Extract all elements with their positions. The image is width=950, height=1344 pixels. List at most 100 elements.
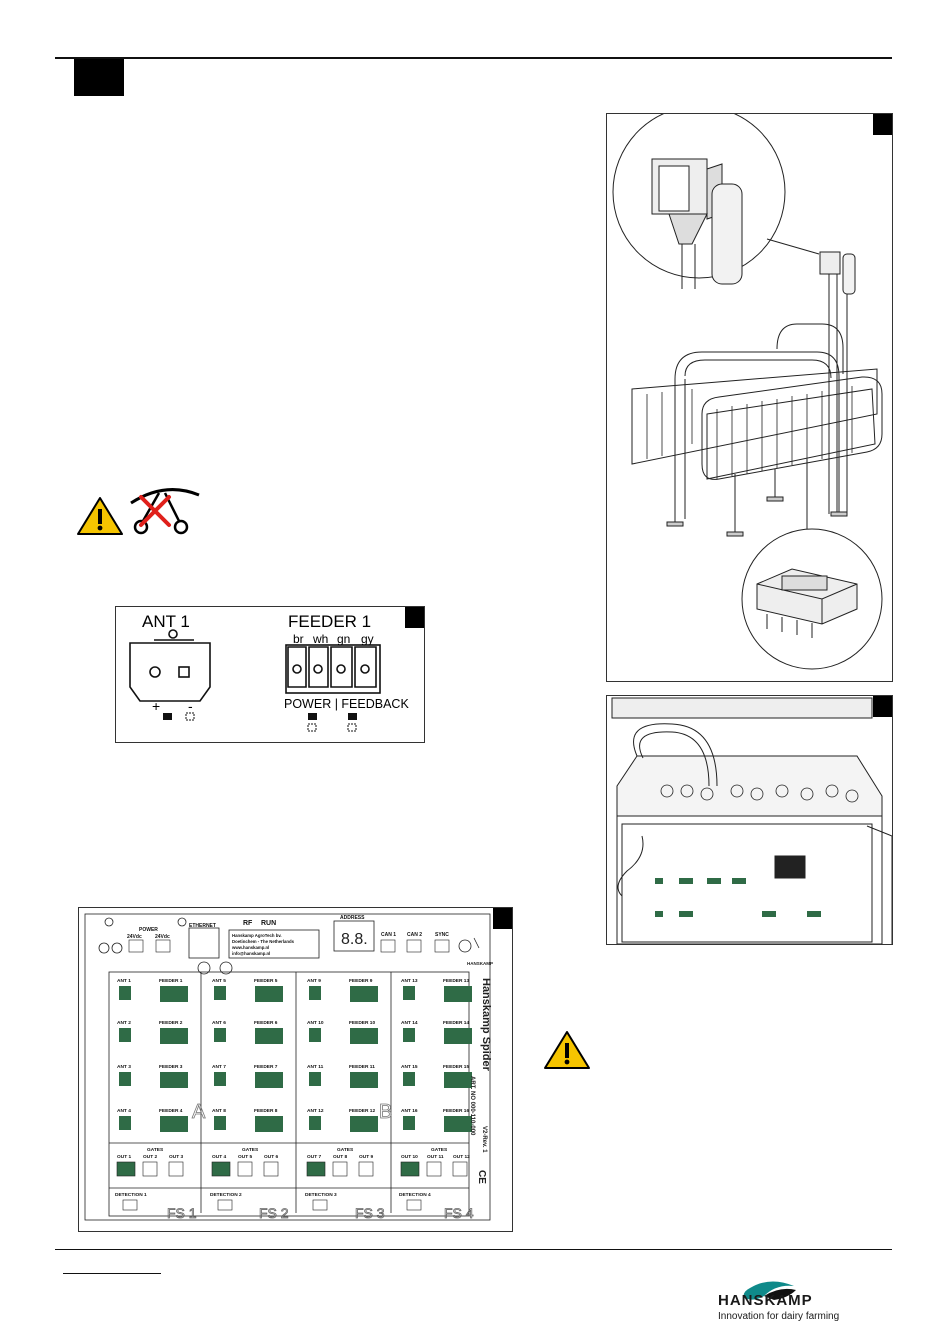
figure-corner-mark [405,607,424,628]
gates-label: GATES [147,1147,164,1153]
ant-connector [214,1028,226,1042]
out-port-label: OUT 10 [401,1154,418,1160]
power-connector [128,939,144,953]
can-connector [380,939,396,953]
board-ethernet-label: ETHERNET [189,923,216,929]
company-line: Doetinchem - The Netherlands [232,939,295,944]
feeder-connector [255,986,283,1002]
out-connector [426,1161,442,1177]
feeder-port-label: FEEDER 9 [349,978,373,984]
feeder-port-label: FEEDER 12 [349,1108,375,1114]
ant-connector [309,1072,321,1086]
gates-label: GATES [242,1147,259,1153]
ant-connector [309,1116,321,1130]
out-port-label: OUT 12 [453,1154,470,1160]
footer-rule [55,1249,892,1250]
out-port-label: OUT 11 [427,1154,444,1160]
ant-port-label: ANT 2 [117,1020,131,1026]
ant-connector [214,1116,226,1130]
ant-port-label: ANT 5 [212,978,226,984]
feeder-port-label: FEEDER 15 [443,1064,469,1070]
board-power-label: POWER [139,927,158,933]
out-port-label: OUT 4 [212,1154,226,1160]
warning-triangle-icon [544,1031,590,1069]
board-rf-label: RF [243,920,253,927]
ant-connector [309,1028,321,1042]
feeder-port-label: FEEDER 8 [254,1108,278,1114]
ce-mark: CE [476,1170,487,1184]
board-run-label: RUN [261,920,276,927]
logo-name: HANSKAMP [718,1292,813,1309]
out-connector [332,1161,348,1177]
section-number-box [74,59,124,96]
feeder-connector [160,1072,188,1088]
figure-corner-mark [873,114,892,135]
wire-color-label: gn [337,632,350,646]
detection-label: DETECTION 2 [210,1192,242,1198]
figure-control-board: 8.8. POWER 24Vdc 24Vdc ETHERNET RF RUN A… [78,907,513,1232]
connector-detail-drawing: ANT 1 FEEDER 1 br wh gn gy POWER | FEEDB… [129,612,409,732]
ant-connector [403,1028,415,1042]
feeder-port-label: FEEDER 7 [254,1064,278,1070]
wire-color-label: gy [361,632,374,646]
ant-port-label: ANT 13 [401,978,418,984]
figure-gate-antenna [606,113,893,682]
feeder-port-label: FEEDER 13 [443,978,469,984]
ant-label: ANT 1 [142,612,190,631]
ant-connector [403,1116,415,1130]
detection-label: DETECTION 4 [399,1192,431,1198]
feeder-port-label: FEEDER 3 [159,1064,183,1070]
feeder-label: FEEDER 1 [288,612,371,631]
detection-label: DETECTION 3 [305,1192,337,1198]
svg-text:8.8.: 8.8. [341,931,368,948]
feeder-connector [444,1072,472,1088]
do-not-cut-cable-icon [130,488,200,535]
out-connector [358,1161,374,1177]
board-can2-label: CAN 2 [407,932,422,938]
feeder-connector [350,1072,378,1088]
feeder-port-label: FEEDER 6 [254,1020,278,1026]
wire-color-label: br [293,632,304,646]
company-line: www.hanskamp.nl [231,945,269,950]
power-connector [155,939,171,953]
out-port-label: OUT 5 [238,1154,252,1160]
out-connector [263,1161,279,1177]
hanskamp-logo-icon [743,1281,796,1300]
out-connector [116,1161,136,1177]
feeder-connector [444,1028,472,1044]
ant-connector [119,986,131,1000]
figure-cabinet [606,695,893,945]
gates-label: GATES [431,1147,448,1153]
out-port-label: OUT 2 [143,1154,157,1160]
company-line: info@hanskamp.nl [232,951,270,956]
figure-connector-detail: ANT 1 FEEDER 1 br wh gn gy POWER | FEEDB… [115,606,425,743]
feeder-connector [350,1028,378,1044]
feeder-port-label: FEEDER 5 [254,978,278,984]
ant-port-label: ANT 14 [401,1020,418,1026]
side-art-number: ART. NO 000-110-000 [469,1076,475,1136]
ant-connector [119,1028,131,1042]
ant-port-label: ANT 3 [117,1064,131,1070]
fs-label: FS 2 [259,1205,289,1221]
board-voltage-label: 24Vdc [155,934,170,940]
feeder-port-label: FEEDER 2 [159,1020,183,1026]
logo-tagline: Innovation for dairy farming [718,1311,840,1322]
can-connector [406,939,422,953]
ant-port-label: ANT 12 [307,1108,324,1114]
out-port-label: OUT 1 [117,1154,131,1160]
out-port-label: OUT 9 [359,1154,373,1160]
feeder-connector [255,1072,283,1088]
ant-port-label: ANT 9 [307,978,321,984]
plus-sign: + [152,698,160,714]
ant-port-label: ANT 1 [117,978,131,984]
ant-port-label: ANT 8 [212,1108,226,1114]
feeder-port-label: FEEDER 10 [349,1020,375,1026]
header-rule [55,57,892,59]
ant-port-label: ANT 4 [117,1108,131,1114]
out-port-label: OUT 3 [169,1154,183,1160]
out-connector [237,1161,253,1177]
detection-connector [217,1199,233,1211]
ant-port-label: ANT 16 [401,1108,418,1114]
feeder-connector [444,986,472,1002]
